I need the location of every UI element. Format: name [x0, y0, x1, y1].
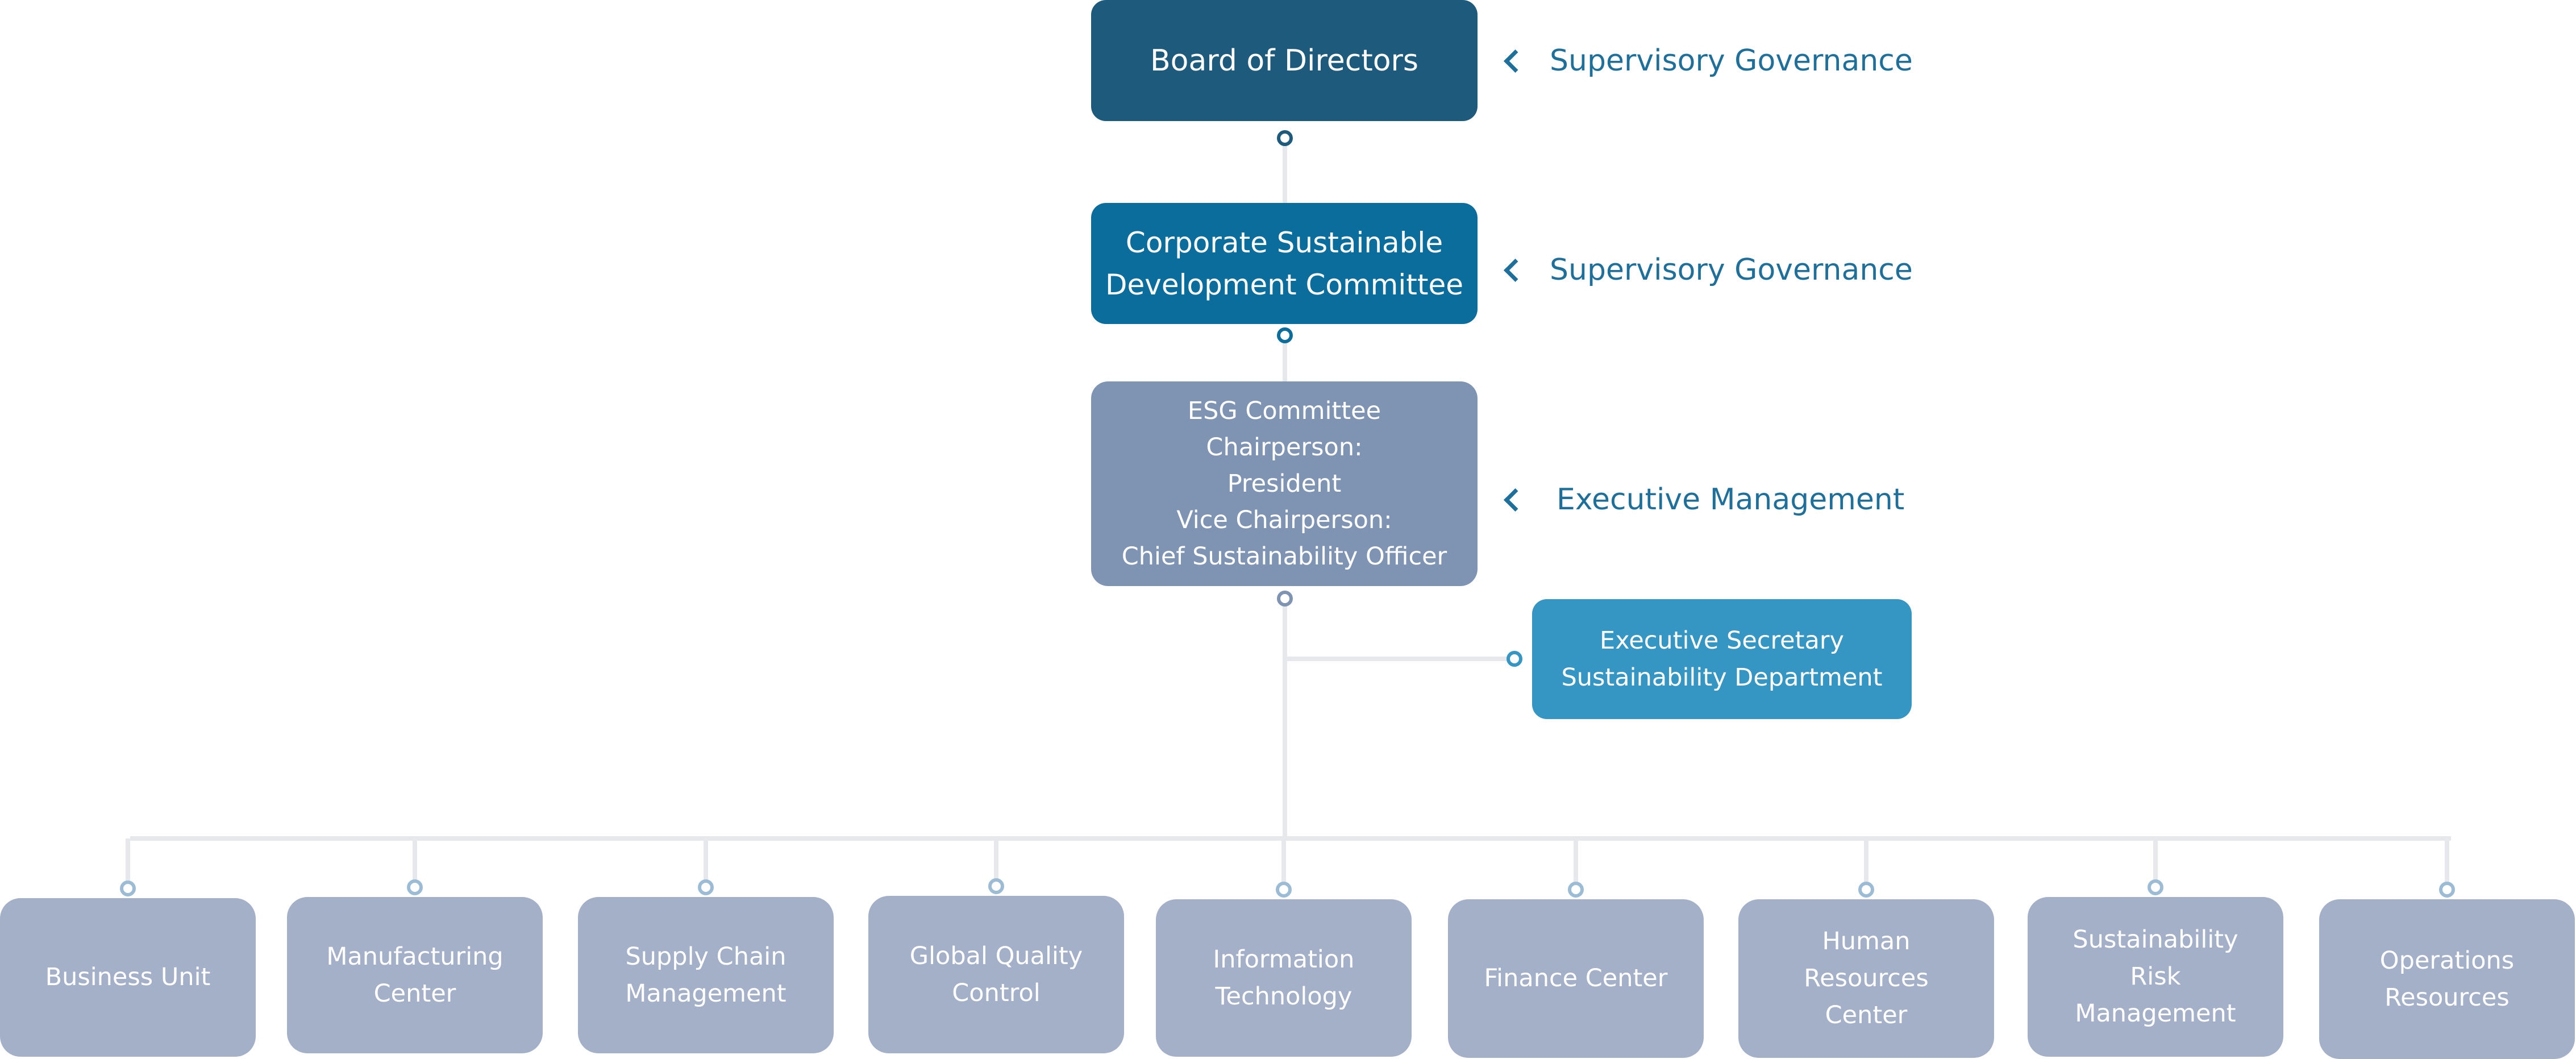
unit-box: Human Resources Center	[1738, 899, 1994, 1058]
node-dot-unit	[2148, 879, 2163, 895]
esg-committee-label: ESG Committee Chairperson: President Vic…	[1121, 397, 1447, 571]
node-dot-unit	[698, 879, 714, 895]
node-dot-csdc	[1277, 327, 1293, 343]
unit-label: Business Unit	[45, 963, 211, 991]
unit-box: Information Technology	[1156, 899, 1412, 1057]
unit-box: Supply Chain Management	[578, 897, 834, 1053]
node-dot-unit	[120, 881, 136, 896]
executive-secretary-box: Executive Secretary Sustainability Depar…	[1532, 599, 1912, 719]
unit-box: Sustainability Risk Management	[2028, 897, 2283, 1057]
unit-label: Manufacturing Center	[326, 942, 503, 1008]
unit-label: Finance Center	[1484, 964, 1668, 992]
governance-label-board: Supervisory Governance	[1503, 41, 1913, 81]
unit-label: Information Technology	[1213, 945, 1355, 1011]
unit-label: Human Resources Center	[1804, 927, 1929, 1029]
governance-label-csdc-text: Supervisory Governance	[1550, 253, 1913, 287]
governance-label-csdc: Supervisory Governance	[1503, 250, 1913, 290]
governance-label-esg-text: Executive Management	[1557, 483, 1905, 517]
unit-label: Supply Chain Management	[625, 942, 786, 1008]
unit-label: Operations Resources	[2379, 946, 2515, 1012]
chevron-left-icon	[1503, 258, 1528, 282]
node-dot-unit	[407, 879, 423, 895]
executive-secretary-label: Executive Secretary Sustainability Depar…	[1561, 626, 1883, 692]
node-dot-esg	[1277, 591, 1293, 607]
unit-box: Operations Resources	[2319, 899, 2575, 1059]
unit-box: Business Unit	[0, 898, 256, 1057]
governance-label-board-text: Supervisory Governance	[1550, 44, 1913, 78]
chevron-left-icon	[1503, 488, 1528, 512]
node-dot-board	[1277, 130, 1293, 146]
unit-label: Global Quality Control	[909, 941, 1083, 1007]
node-dot-secretary	[1507, 651, 1522, 667]
board-of-directors-box: Board of Directors	[1091, 0, 1478, 121]
node-dot-unit	[1276, 882, 1292, 898]
csdc-box: Corporate Sustainable Development Commit…	[1091, 203, 1478, 324]
unit-box: Global Quality Control	[868, 896, 1124, 1053]
unit-box: Manufacturing Center	[287, 897, 543, 1053]
node-dot-unit	[1568, 882, 1584, 898]
esg-committee-box: ESG Committee Chairperson: President Vic…	[1091, 381, 1478, 586]
chevron-left-icon	[1503, 49, 1528, 73]
node-dot-unit	[2439, 882, 2455, 898]
unit-box: Finance Center	[1448, 899, 1704, 1058]
csdc-label: Corporate Sustainable Development Commit…	[1105, 226, 1464, 301]
board-of-directors-label: Board of Directors	[1150, 43, 1418, 78]
node-dot-unit	[1858, 882, 1874, 898]
unit-label: Sustainability Risk Management	[2073, 925, 2238, 1028]
node-dot-unit	[988, 878, 1004, 894]
governance-label-esg: Executive Management	[1503, 480, 1905, 520]
